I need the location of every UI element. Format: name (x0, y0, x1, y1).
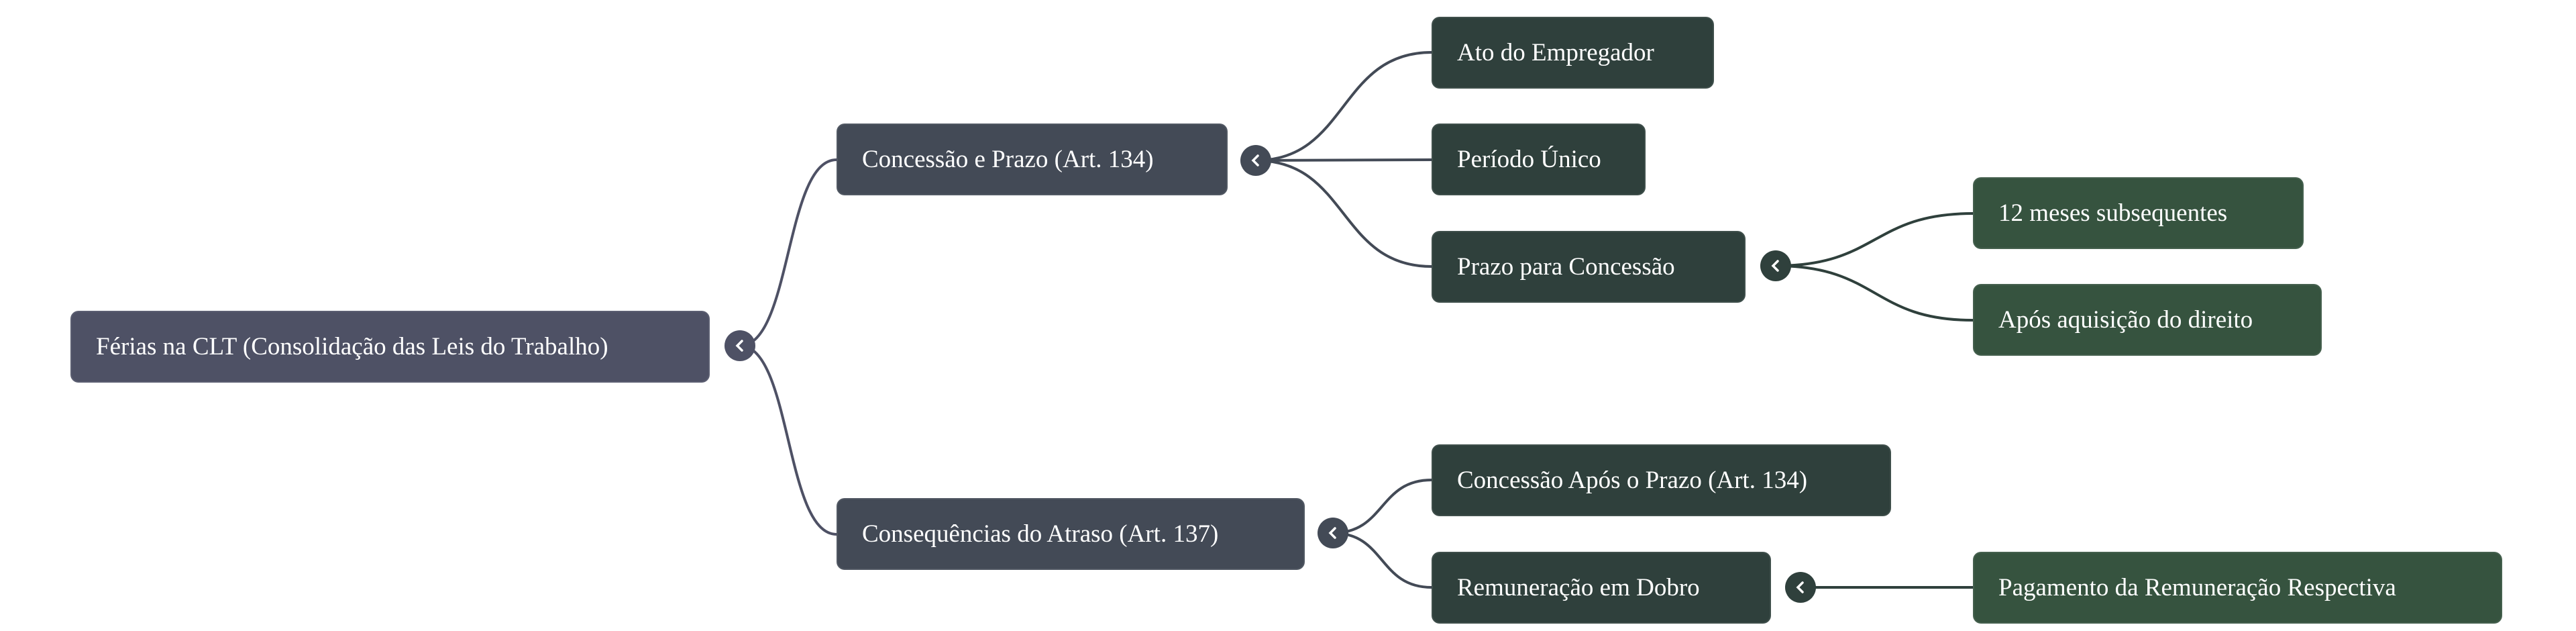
node-label: 12 meses subsequentes (1998, 199, 2228, 227)
link-root-concessao (739, 158, 837, 347)
link-consequencias-concessao (1332, 479, 1432, 534)
node-apos-aquisicao[interactable]: Após aquisição do direito (1973, 284, 2322, 356)
node-12-meses[interactable]: 12 meses subsequentes (1973, 177, 2304, 249)
node-pagamento-remuneracao[interactable]: Pagamento da Remuneração Respectiva (1973, 552, 2502, 624)
collapse-toggle-remuneracao[interactable] (1785, 572, 1816, 603)
node-remuneracao-dobro[interactable]: Remuneração em Dobro (1432, 552, 1771, 624)
node-concessao-prazo[interactable]: Concessão e Prazo (Art. 134) (837, 124, 1228, 195)
node-label: Férias na CLT (Consolidação das Leis do … (96, 333, 608, 360)
node-label: Ato do Empregador (1457, 39, 1654, 66)
chevron-left-icon (1328, 527, 1336, 539)
chevron-left-icon (1796, 581, 1804, 593)
collapse-toggle-consequencias[interactable] (1318, 518, 1348, 548)
link-consequencias-remuneracao (1332, 532, 1432, 589)
node-label: Período Único (1457, 146, 1601, 173)
node-label: Pagamento da Remuneração Respectiva (1998, 574, 2396, 601)
chevron-left-icon (1771, 260, 1779, 272)
node-label: Remuneração em Dobro (1457, 574, 1700, 601)
link-prazo-12meses (1775, 212, 1974, 267)
node-label: Concessão e Prazo (Art. 134) (862, 146, 1154, 173)
collapse-toggle-concessao-prazo[interactable] (1240, 145, 1271, 176)
node-concessao-apos-prazo[interactable]: Concessão Após o Prazo (Art. 134) (1432, 444, 1891, 516)
link-prazo-apos (1775, 264, 1974, 322)
node-periodo-unico[interactable]: Período Único (1432, 124, 1646, 195)
chevron-left-icon (735, 340, 743, 352)
node-label: Concessão Após o Prazo (Art. 134) (1457, 467, 1808, 494)
link-concessao-ato (1255, 51, 1432, 162)
node-label: Após aquisição do direito (1998, 306, 2253, 334)
node-label: Consequências do Atraso (Art. 137) (862, 520, 1219, 548)
collapse-toggle-root[interactable] (724, 330, 755, 361)
collapse-toggle-prazo-concessao[interactable] (1760, 250, 1791, 281)
chevron-left-icon (1251, 154, 1259, 166)
node-label: Prazo para Concessão (1457, 253, 1675, 281)
node-consequencias-atraso[interactable]: Consequências do Atraso (Art. 137) (837, 498, 1305, 570)
node-ato-empregador[interactable]: Ato do Empregador (1432, 17, 1714, 89)
node-prazo-concessao[interactable]: Prazo para Concessão (1432, 231, 1746, 303)
link-root-consequencias (739, 344, 837, 536)
root-node[interactable]: Férias na CLT (Consolidação das Leis do … (70, 311, 710, 383)
link-concessao-prazo (1255, 159, 1432, 268)
